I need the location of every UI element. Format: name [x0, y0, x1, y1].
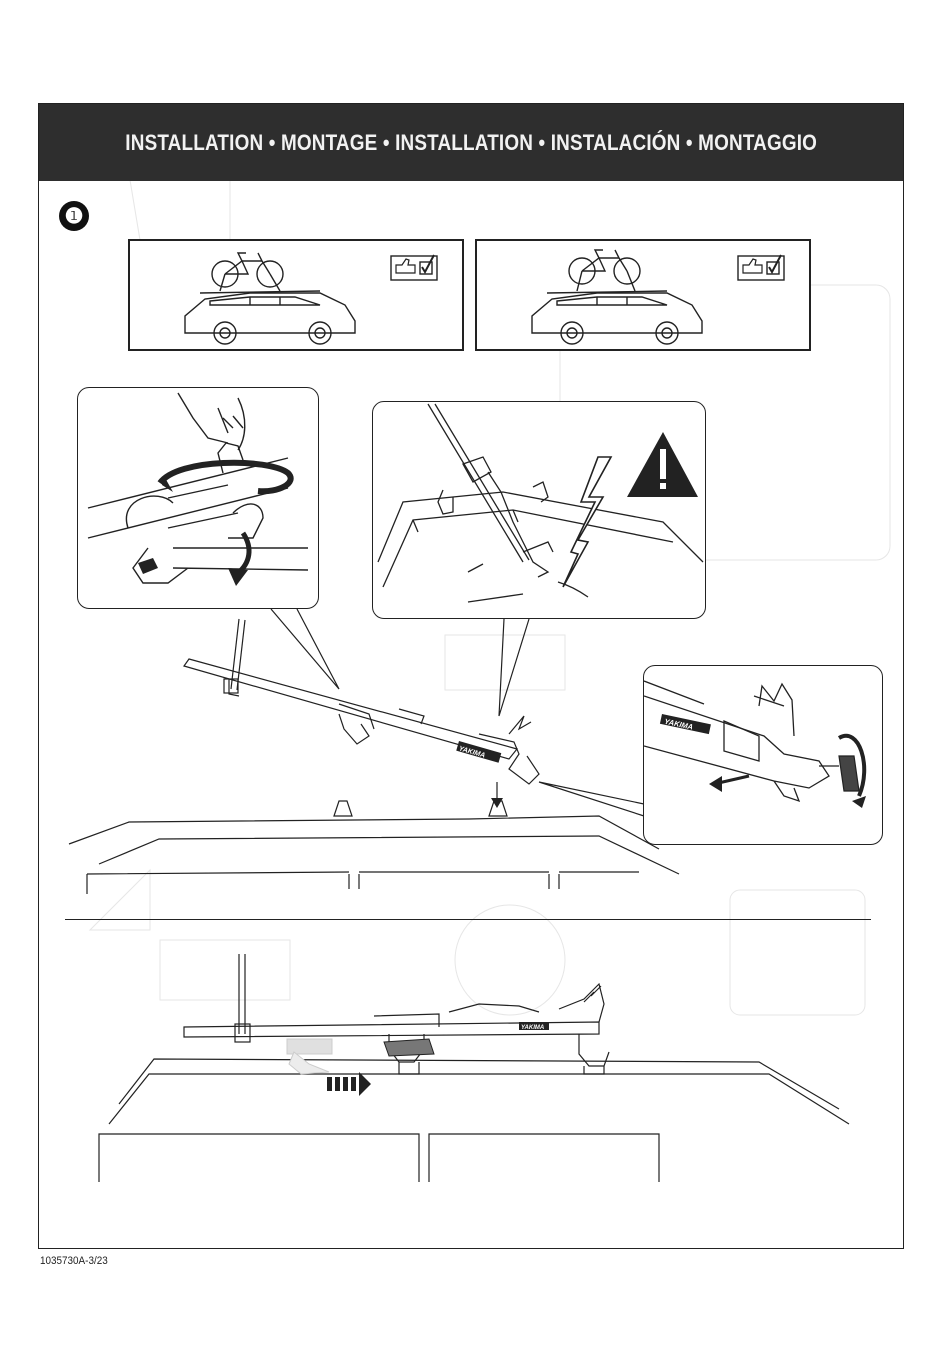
- detail-panel-clamp-knob: [77, 387, 319, 609]
- warning-triangle-icon: [627, 432, 698, 497]
- section-divider: [65, 919, 871, 920]
- yakima-logo: YAKIMA: [519, 1022, 549, 1031]
- yakima-logo: YAKIMA: [456, 741, 501, 763]
- rack-slide-illustration: YAKIMA: [39, 924, 905, 1254]
- svg-text:YAKIMA: YAKIMA: [664, 717, 694, 732]
- slide-arrow-icon: [327, 1072, 371, 1096]
- warning-illustration: [373, 402, 707, 620]
- hand-tightening-knob-illustration: [78, 388, 320, 610]
- tightening-end-knob-illustration: YAKIMA: [644, 666, 884, 846]
- detail-panel-end-knob: YAKIMA: [643, 665, 883, 845]
- document-code: 1035730A-3/23: [40, 1255, 108, 1267]
- detail-panel-warning: [372, 401, 706, 619]
- instruction-frame: INSTALLATION • MONTAGE • INSTALLATION • …: [38, 103, 904, 1249]
- ghost-clamp-original-position: [287, 1039, 332, 1074]
- yakima-logo: YAKIMA: [660, 714, 711, 734]
- svg-text:YAKIMA: YAKIMA: [521, 1025, 544, 1031]
